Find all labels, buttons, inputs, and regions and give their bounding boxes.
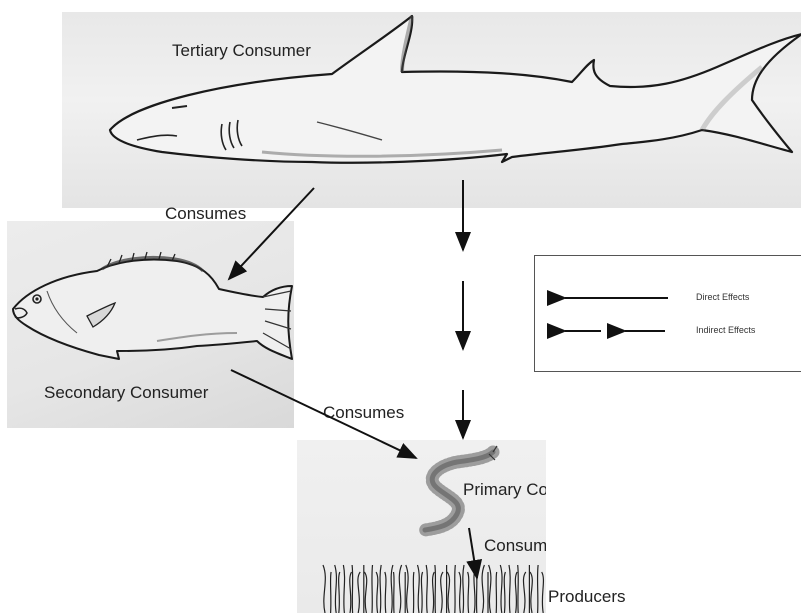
shark-to-fish-arrow [229, 188, 314, 279]
worm-to-producers-arrow [469, 528, 477, 578]
fish-to-worm-arrow [231, 370, 416, 458]
